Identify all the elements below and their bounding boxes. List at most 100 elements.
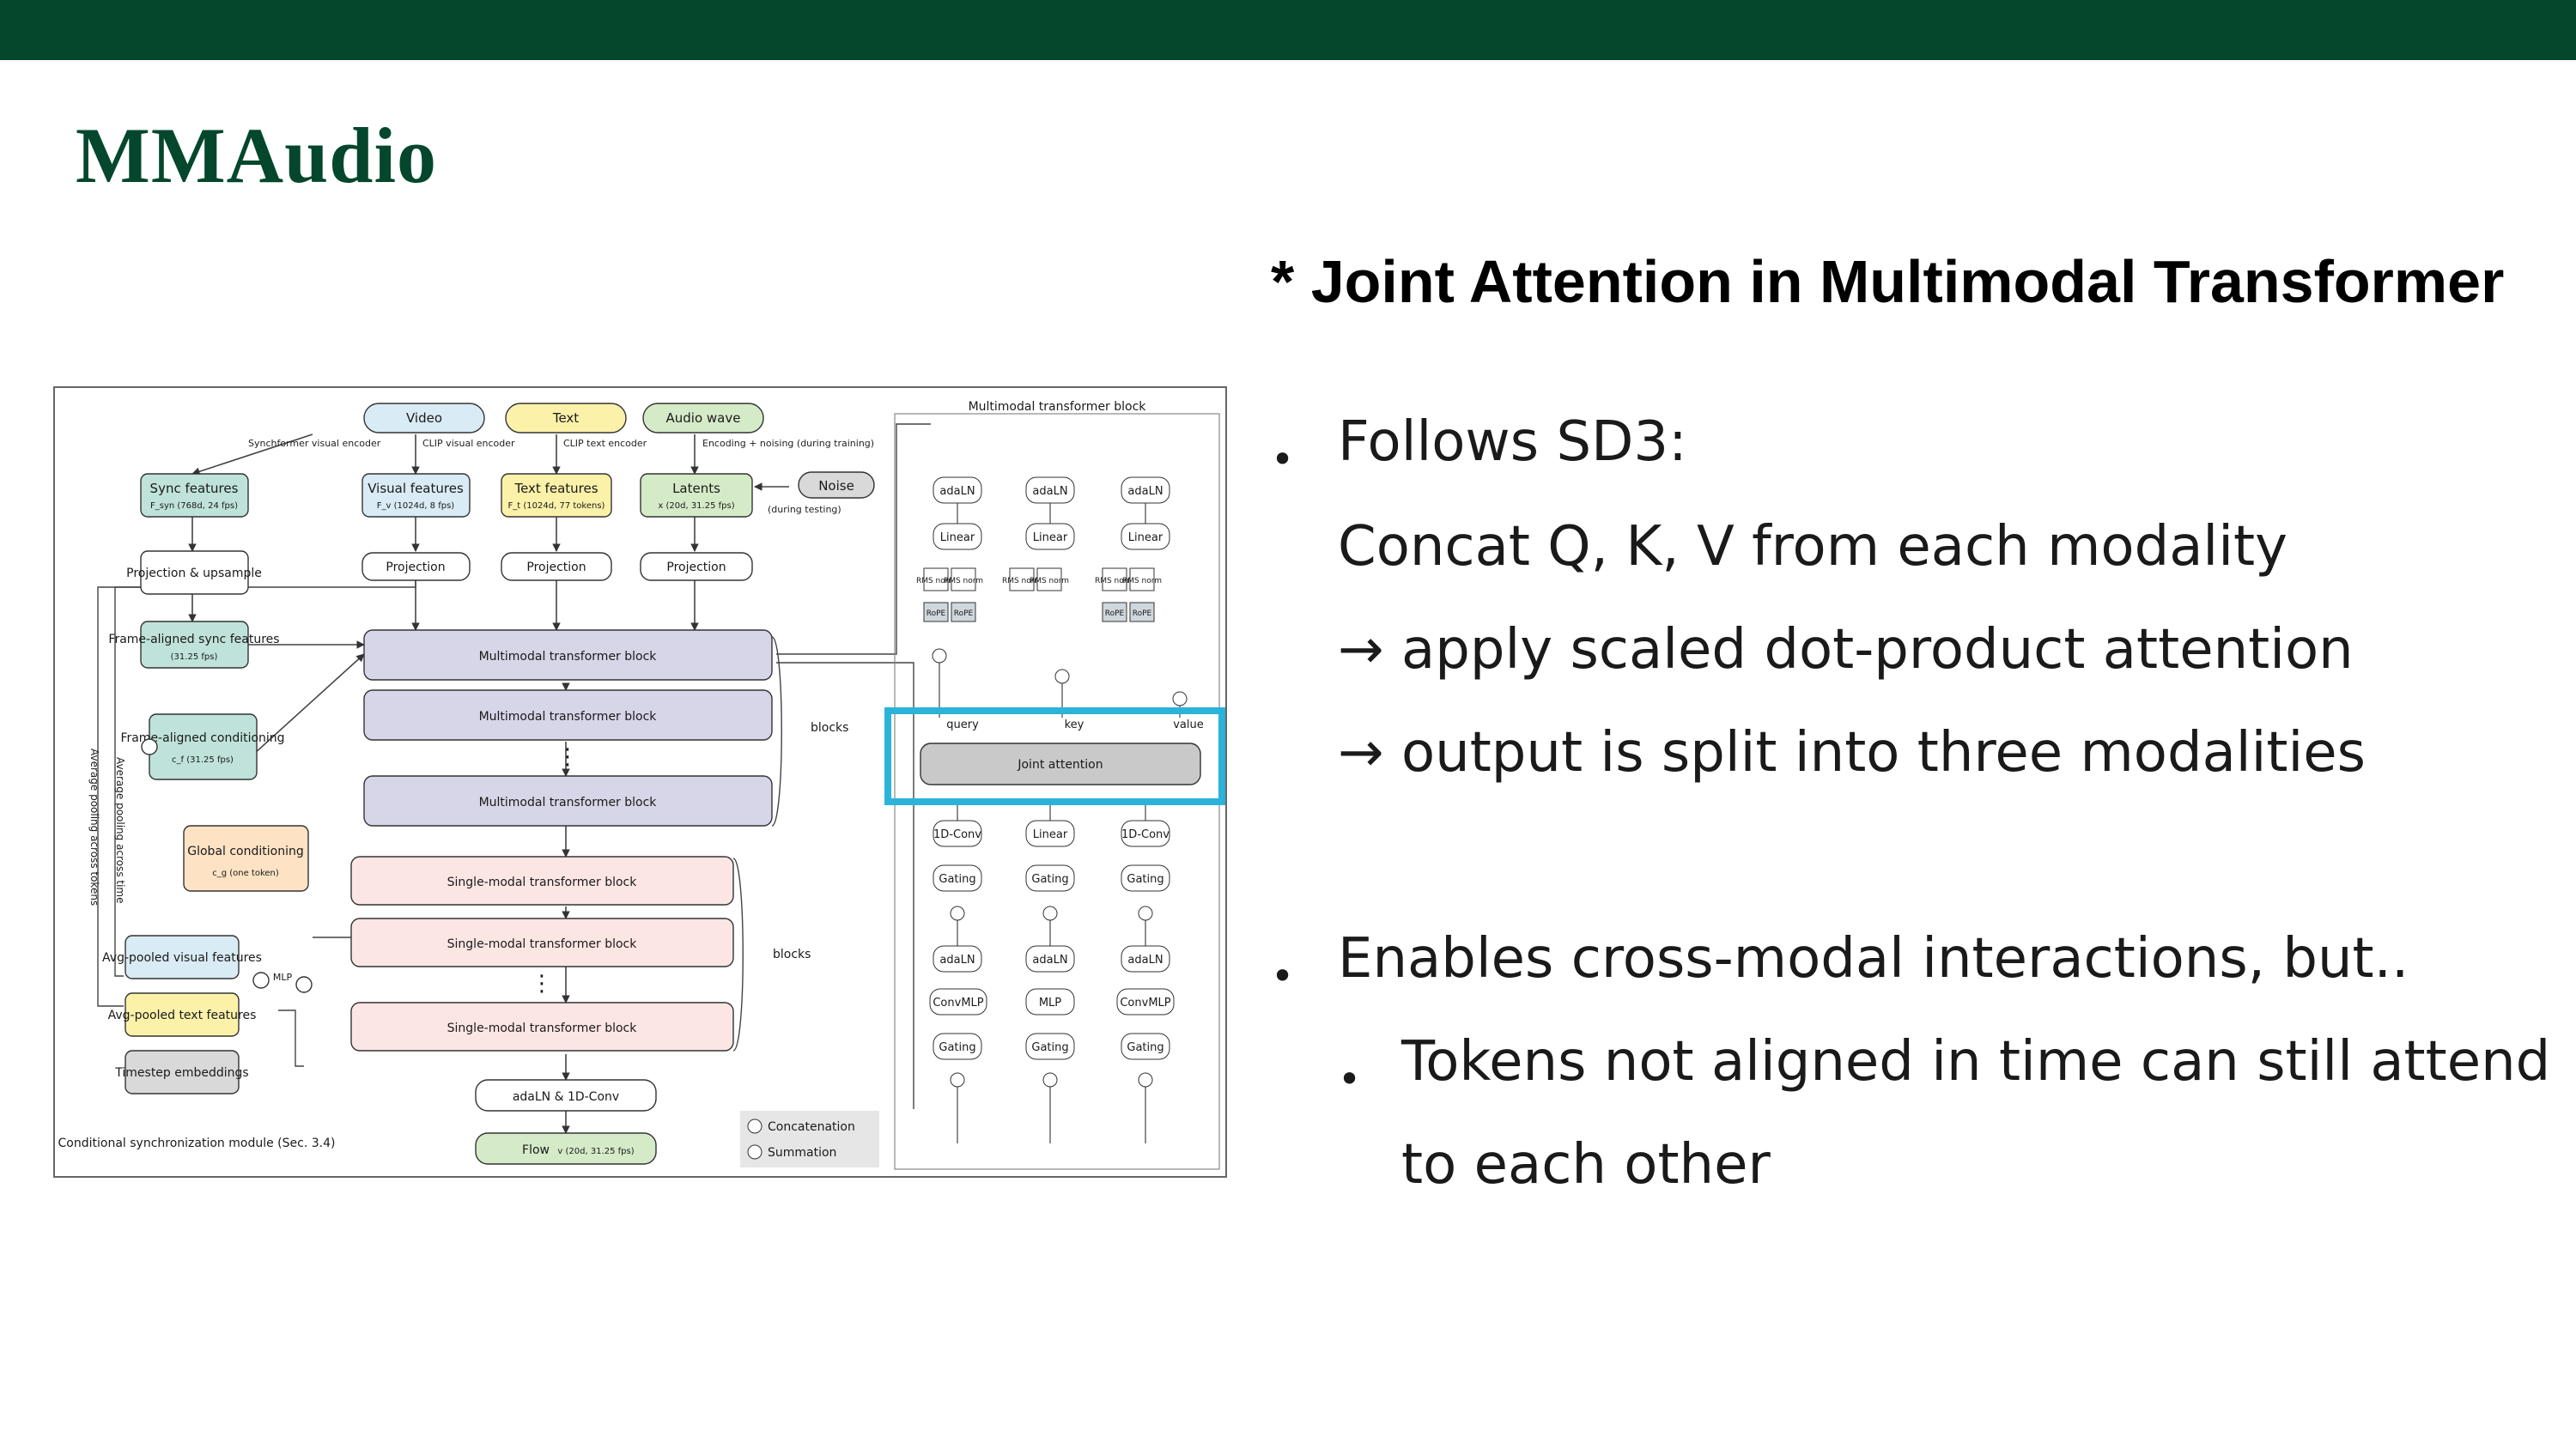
value-label: value <box>1173 718 1204 731</box>
rms-1a-label: RMS norm <box>916 577 956 585</box>
bullet-1-line-4: → output is split into three modalities <box>1338 721 2366 785</box>
text-features-sub: F_t (1024d, 77 tokens) <box>508 501 605 511</box>
sum-node-d2 <box>1042 906 1058 921</box>
conv1d-3-label: 1D-Conv <box>1121 828 1170 841</box>
joint-attention-highlight <box>884 707 1225 805</box>
global-cond-sub: c_g (one token) <box>212 869 279 878</box>
frame-cond-sub: c_f (31.25 fps) <box>172 755 234 765</box>
rms-2a-label: RMS norm <box>1002 577 1042 585</box>
adaln-5-label: adaLN <box>1032 954 1067 967</box>
bullet-dot: • <box>1271 953 1295 999</box>
n2-blocks-label: blocks <box>773 948 811 961</box>
rms-norm-1a <box>923 567 949 591</box>
projection-label-latents: Projection <box>666 561 726 574</box>
projection-label-text: Projection <box>526 561 586 574</box>
sum-node-mlp-2 <box>295 976 313 993</box>
latents-label: Latents <box>672 481 720 496</box>
sum-node-mlp-1 <box>252 972 270 989</box>
frame-sync-box <box>140 621 249 669</box>
section-heading: * Joint Attention in Multimodal Transfor… <box>1271 248 2505 315</box>
mm-block-3 <box>363 775 773 827</box>
projection-box-visual <box>361 552 471 581</box>
sm-block-3 <box>350 1002 734 1052</box>
mlp-label: MLP <box>273 972 293 983</box>
audio-input <box>642 403 764 433</box>
frame-cond-label: Frame-aligned conditioning <box>120 731 284 745</box>
joint-attention-box <box>920 743 1201 785</box>
rms-3b-label: RMS norm <box>1122 577 1162 585</box>
gating-4 <box>933 1033 982 1060</box>
rope-1b-label: RoPE <box>954 609 974 618</box>
projection-box-latents <box>640 552 753 581</box>
text-input <box>505 403 627 433</box>
conv1d-1-label: 1D-Conv <box>933 828 981 841</box>
visual-features-label: Visual features <box>368 481 464 496</box>
bullet-dot: • <box>1271 436 1295 482</box>
clip-text-label: CLIP text encoder <box>563 438 647 449</box>
mm-detail-title: Multimodal transformer block <box>969 400 1147 414</box>
convmlp-3 <box>1116 988 1175 1016</box>
adaln-4 <box>933 945 982 973</box>
mm-block-1 <box>363 629 773 681</box>
flow-sub: v (20d, 31.25 fps) <box>557 1147 634 1156</box>
adaln-3-label: adaLN <box>1127 485 1163 498</box>
sm-block-1 <box>350 856 734 906</box>
linear-out <box>1025 820 1075 847</box>
noise-label: Noise <box>818 478 854 494</box>
sync-encoder-label: Synchformer visual encoder <box>248 438 381 449</box>
audio-label: Audio wave <box>666 410 741 426</box>
sync-features-box <box>140 473 249 518</box>
avg-text-box <box>125 992 240 1037</box>
gating-1-label: Gating <box>939 873 975 886</box>
avg-visual-label: Avg-pooled visual features <box>102 951 262 965</box>
gating-1 <box>933 864 982 892</box>
global-cond-label: Global conditioning <box>187 845 304 858</box>
sum-node-d3 <box>1138 906 1153 921</box>
adaln-6-label: adaLN <box>1127 954 1163 967</box>
sm-block-2-label: Single-modal transformer block <box>447 937 638 951</box>
timestep-label: Timestep embeddings <box>114 1066 248 1080</box>
convmlp-1-label: ConvMLP <box>933 997 983 1009</box>
ellipsis-2: ⋮ <box>531 971 553 997</box>
sm-block-3-label: Single-modal transformer block <box>447 1022 638 1035</box>
rope-3b-label: RoPE <box>1133 609 1152 618</box>
gating-4-label: Gating <box>939 1041 975 1054</box>
concat-icon <box>747 1119 762 1134</box>
rope-1b <box>951 602 976 622</box>
visual-features-box <box>361 473 471 518</box>
rms-norm-3b <box>1129 567 1155 591</box>
legend-box <box>740 1111 879 1167</box>
text-label: Text <box>552 410 579 426</box>
sum-node-d4 <box>950 1072 965 1088</box>
sub-bullet-line-2: to each other <box>1401 1133 1771 1197</box>
gating-5 <box>1025 1033 1075 1060</box>
adaln-conv-box <box>475 1079 657 1112</box>
gating-3 <box>1121 864 1170 892</box>
mm-block-2-label: Multimodal transformer block <box>479 710 658 724</box>
rms-norm-3a <box>1102 567 1127 591</box>
rope-3b <box>1129 602 1155 622</box>
projection-upsample-box <box>140 550 249 595</box>
rope-3a-label: RoPE <box>1105 609 1125 618</box>
key-label: key <box>1065 718 1084 731</box>
projection-box-text <box>501 552 612 581</box>
gating-3-label: Gating <box>1127 873 1163 886</box>
avg-pool-time-label: Average pooling across time <box>114 757 126 904</box>
sub-bullet-line-1: Tokens not aligned in time can still att… <box>1401 1030 2551 1094</box>
mlp-detail <box>1025 988 1075 1016</box>
concat-node-3 <box>1172 691 1188 706</box>
latents-box <box>640 473 753 518</box>
projection-upsample-label: Projection & upsample <box>126 567 262 580</box>
sync-features-label: Sync features <box>150 481 239 496</box>
adaln-5 <box>1025 945 1075 973</box>
sm-block-2 <box>350 918 734 967</box>
bullet-1-line-2: Concat Q, K, V from each modality <box>1338 515 2287 579</box>
bullet-2-line-1: Enables cross-modal interactions, but.. <box>1338 927 2409 991</box>
linear-out-label: Linear <box>1033 828 1068 841</box>
adaln-2-label: adaLN <box>1032 485 1067 498</box>
top-banner <box>0 0 2576 60</box>
linear-2-label: Linear <box>1033 531 1068 544</box>
sum-node-d6 <box>1138 1072 1153 1088</box>
adaln-4-label: adaLN <box>939 954 975 967</box>
joint-attention-label: Joint attention <box>1017 758 1103 772</box>
